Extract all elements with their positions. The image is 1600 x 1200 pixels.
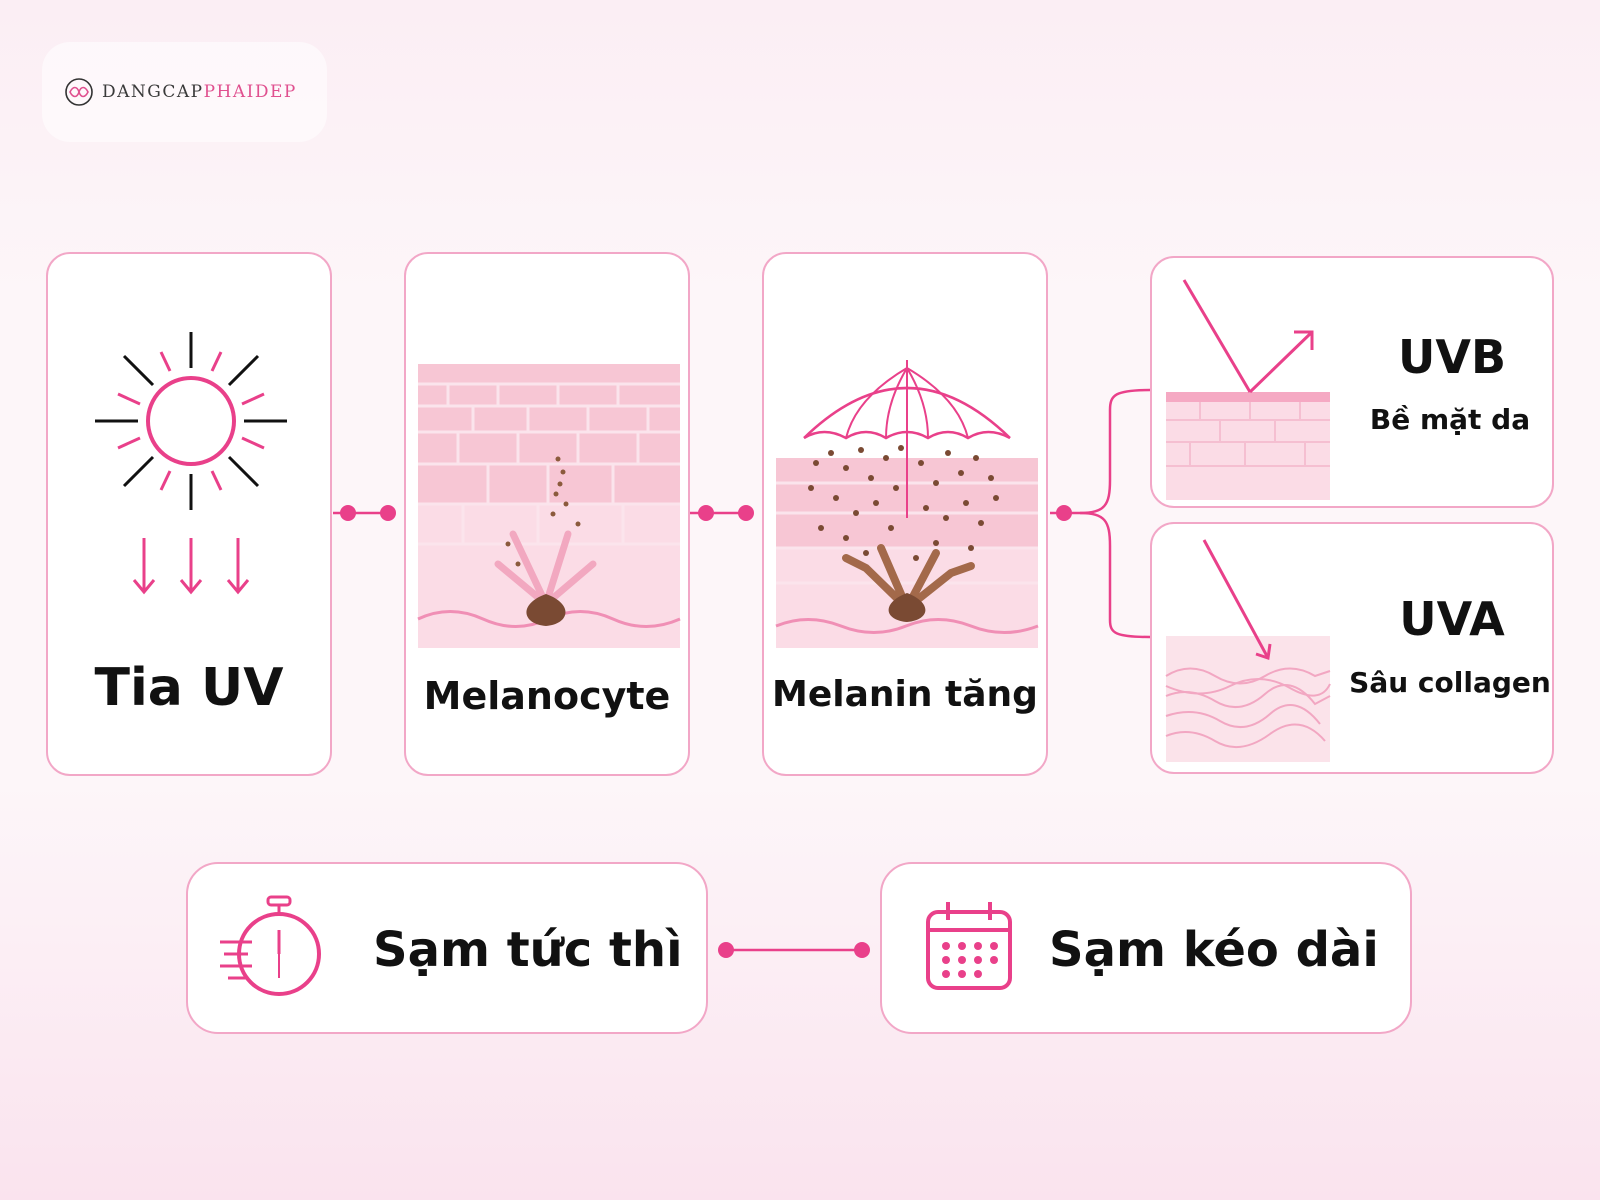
sun-icon: [95, 332, 287, 595]
melanin-umbrella-illustration: [775, 360, 1039, 648]
uv-down-arrows-icon: [132, 538, 250, 595]
connector-dot: [340, 505, 356, 521]
branch-title: UVA: [1399, 592, 1505, 646]
outcome-card-instant: Sạm tức thì: [186, 862, 708, 1034]
branch-subtitle: Bề mặt da: [1369, 403, 1531, 436]
outcome-label: Sạm kéo dài: [1049, 922, 1379, 978]
connector-dot: [718, 942, 734, 958]
step-card-melanocyte: Melanocyte: [404, 252, 690, 776]
branch-card-uva: UVA Sâu collagen: [1150, 522, 1554, 774]
step-label: Tia UV: [94, 658, 284, 718]
infinity-logo-icon: [65, 78, 93, 106]
melanocyte-illustration: [417, 364, 681, 648]
connector-dot: [738, 505, 754, 521]
step-card-melanin: Melanin tăng: [762, 252, 1048, 776]
stopwatch-icon: [220, 895, 321, 996]
branch-subtitle: Sâu collagen: [1349, 666, 1551, 699]
uvb-reflect-illustration: [1166, 279, 1330, 500]
calendar-icon: [926, 902, 1012, 990]
melanin-dots: [808, 445, 999, 561]
uva-penetrate-illustration: [1165, 539, 1331, 762]
connector-dot: [854, 942, 870, 958]
branch-title: UVB: [1397, 330, 1506, 384]
connector-dot: [698, 505, 714, 521]
outcome-card-prolonged: Sạm kéo dài: [880, 862, 1412, 1034]
brand-name: DANGCAPPHAIDEP: [102, 82, 297, 102]
outcome-label: Sạm tức thì: [373, 922, 683, 978]
brand-logo: DANGCAPPHAIDEP: [42, 42, 327, 142]
connector-dot: [1056, 505, 1072, 521]
step-label: Melanocyte: [423, 674, 671, 718]
step-card-uv: Tia UV: [46, 252, 332, 776]
connector-dot: [380, 505, 396, 521]
step-label: Melanin tăng: [772, 674, 1038, 715]
branch-card-uvb: UVB Bề mặt da: [1150, 256, 1554, 508]
